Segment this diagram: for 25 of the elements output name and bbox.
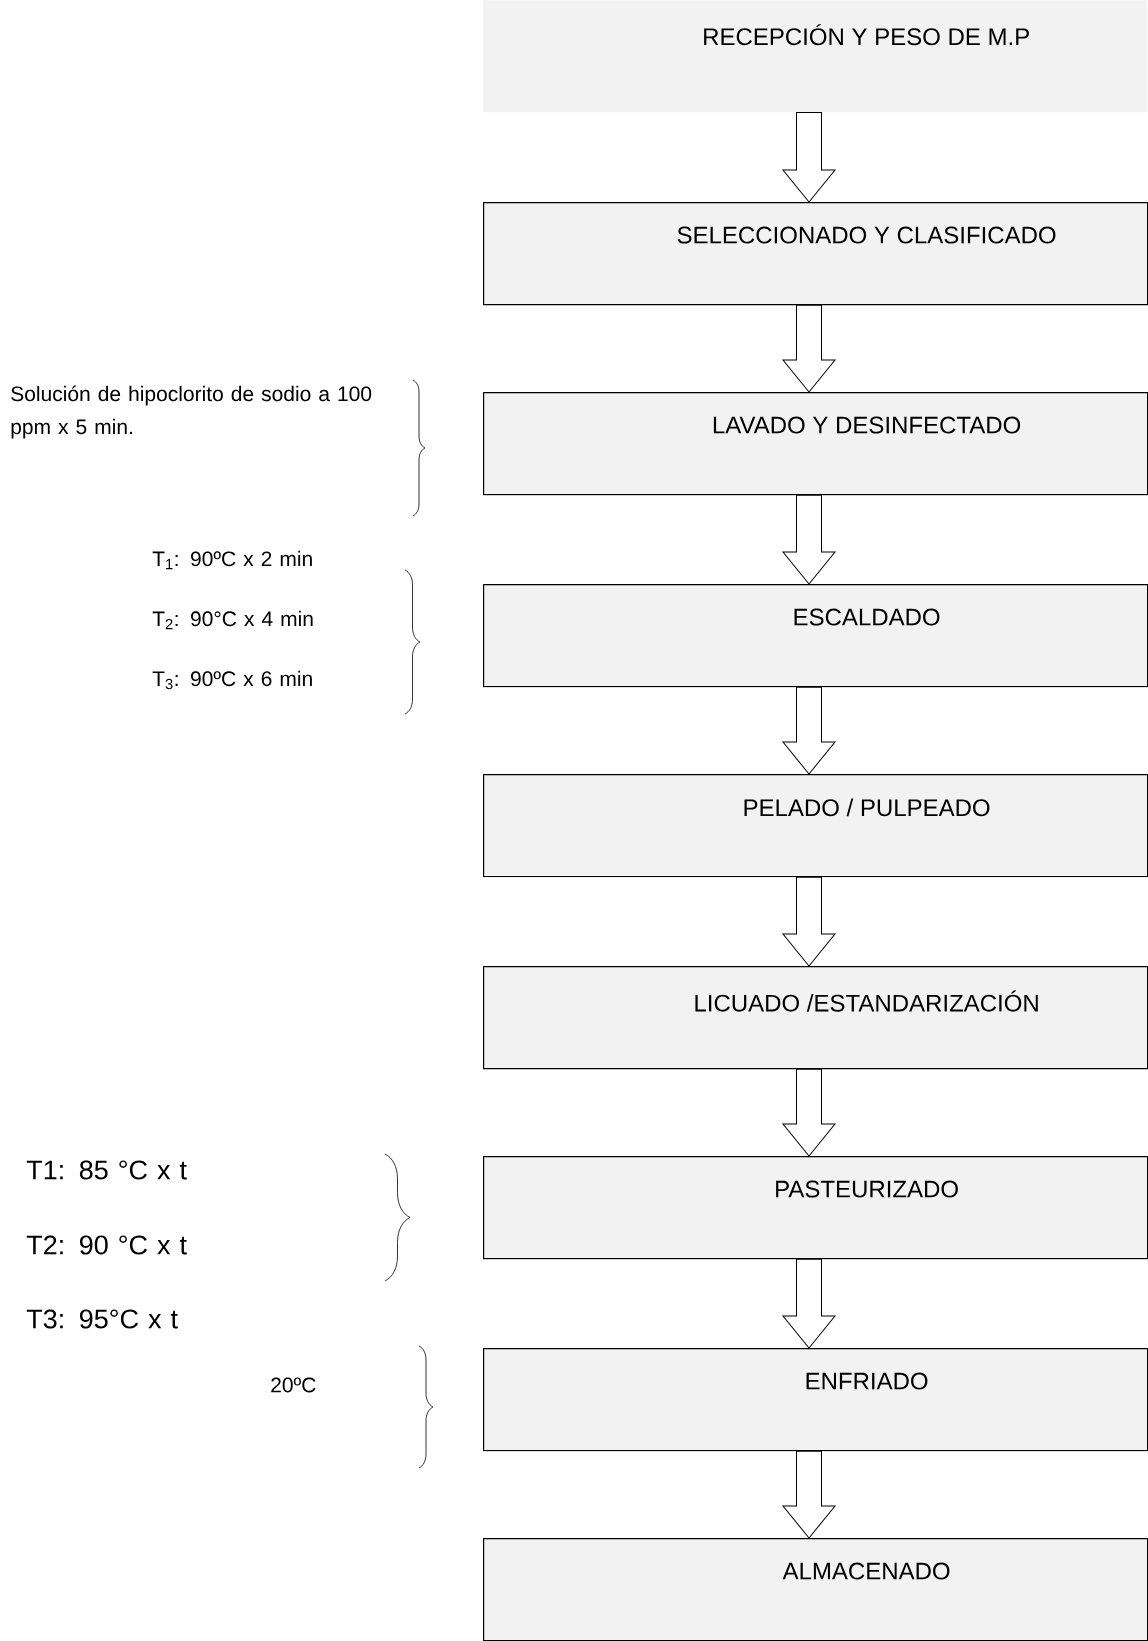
side-note: T$_{3}$: 90ºC x 6 min (152, 670, 312, 690)
process-box: LICUADO /ESTANDARIZACIÓN (483, 966, 1148, 1070)
side-note: Solución de hipoclorito de sodio a 100 ppm x 5 min. (11, 385, 372, 439)
process-box: ALMACENADO (483, 1538, 1148, 1641)
process-box: PASTEURIZADO (483, 1156, 1148, 1260)
process-box: LAVADO Y DESINFECTADO (483, 392, 1148, 496)
side-note: T1: 85 °C x t (26, 1160, 187, 1180)
process-box: ESCALDADO (483, 584, 1148, 688)
side-note: T$_{1}$: 90ºC x 2 min (152, 550, 312, 570)
side-note: T3: 95°C x t (26, 1309, 178, 1329)
process-box: PELADO / PULPEADO (483, 774, 1148, 878)
block-arrow (782, 876, 836, 967)
block-arrow (782, 111, 836, 203)
block-arrow (782, 686, 836, 775)
side-note: 20ºC (271, 1377, 316, 1393)
process-box: RECEPCIÓN Y PESO DE M.P (483, 0, 1148, 113)
block-arrow (782, 1258, 836, 1349)
block-arrow (782, 1068, 836, 1157)
process-box: SELECCIONADO Y CLASIFICADO (483, 202, 1148, 306)
process-box: ENFRIADO (483, 1348, 1148, 1452)
side-note: T$_{2}$: 90°C x 4 min (152, 610, 313, 630)
block-arrow (782, 494, 836, 585)
block-arrow (782, 1450, 836, 1539)
side-note: T2: 90 °C x t (26, 1235, 187, 1255)
block-arrow (782, 304, 836, 393)
